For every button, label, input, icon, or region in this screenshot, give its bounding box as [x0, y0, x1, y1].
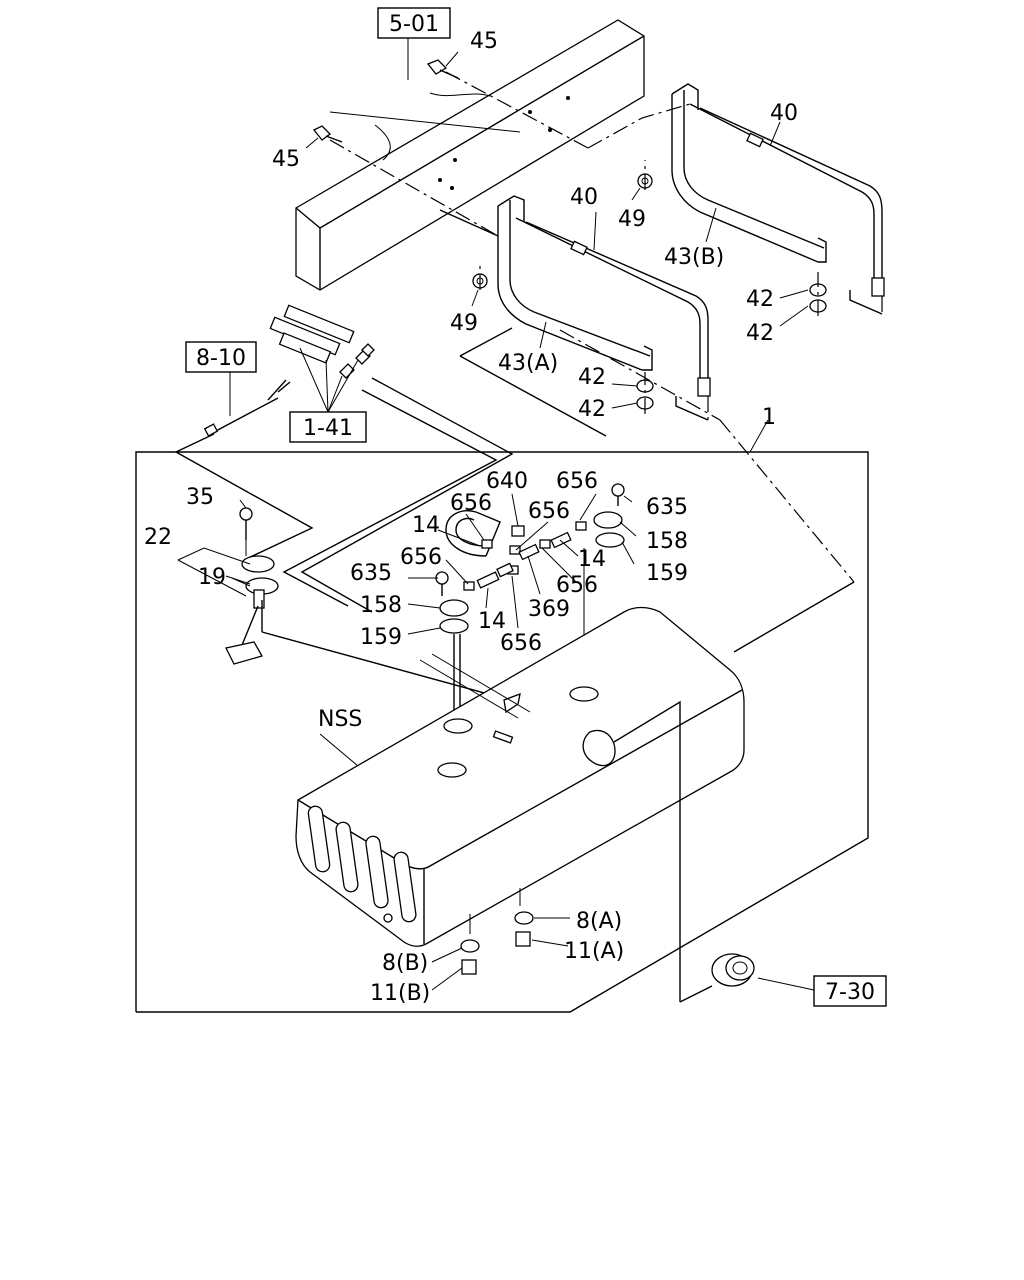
ref-8-10-text: 8-10 [196, 346, 246, 371]
bolt-45-left [312, 125, 343, 143]
label-640: 640 [486, 469, 528, 494]
bracket-43b [671, 83, 827, 263]
frame-rail [295, 19, 645, 291]
band-40a [515, 217, 711, 397]
label-159-left: 159 [360, 625, 402, 650]
nut-42-set [636, 283, 827, 410]
label-635-left: 635 [350, 561, 392, 586]
ref-1-41-text: 1-41 [303, 416, 353, 441]
ref-box-7-30[interactable]: 7-30 [813, 975, 887, 1007]
hoses-1-41 [269, 304, 375, 413]
label-656-bottom: 656 [500, 631, 542, 656]
assembly-outline-1 [135, 419, 869, 1013]
label-43a: 43(A) [498, 351, 558, 376]
label-42-left-lower: 42 [578, 397, 606, 422]
ref-box-1-41[interactable]: 1-41 [289, 411, 367, 443]
label-14-top: 14 [412, 513, 440, 538]
label-635-right: 635 [646, 495, 688, 520]
label-656-left: 656 [400, 545, 442, 570]
ref-box-5-01[interactable]: 5-01 [377, 7, 451, 39]
label-42-right-lower: 42 [746, 321, 774, 346]
label-40-left: 40 [570, 185, 598, 210]
label-158-right: 158 [646, 529, 688, 554]
pipe-640 [445, 510, 501, 557]
bolt-45-top [426, 59, 459, 79]
label-42-right-upper: 42 [746, 287, 774, 312]
harness-8-10 [203, 370, 291, 437]
label-19: 19 [198, 565, 226, 590]
label-11b: 11(B) [370, 981, 430, 1006]
label-158-left: 158 [360, 593, 402, 618]
label-42-left-upper: 42 [578, 365, 606, 390]
label-14-bottom: 14 [478, 609, 506, 634]
bolts-635 [435, 483, 625, 596]
label-22: 22 [144, 525, 172, 550]
leader-lines-upper [305, 36, 809, 409]
ref-7-30-text: 7-30 [825, 980, 875, 1005]
label-8b: 8(B) [382, 951, 428, 976]
ref-5-01-text: 5-01 [389, 12, 439, 37]
alignment-lines [329, 71, 883, 653]
fittings-656 [463, 521, 587, 591]
routing-lines [175, 377, 514, 613]
label-45-top: 45 [470, 29, 498, 54]
filler-cap [613, 700, 815, 1003]
label-656-top-right: 656 [556, 469, 598, 494]
bracket-43a [497, 195, 653, 371]
ref-box-8-10[interactable]: 8-10 [185, 341, 257, 373]
label-nss: NSS [318, 707, 362, 732]
part-labels: 45 45 40 40 49 49 43(B) 43(A) 42 42 42 4… [144, 29, 798, 1006]
leader-lines-cluster [231, 493, 637, 635]
label-11a: 11(A) [564, 939, 624, 964]
label-45-left: 45 [272, 147, 300, 172]
label-49-upper: 49 [618, 207, 646, 232]
label-656-mid: 656 [528, 499, 570, 524]
label-159-right: 159 [646, 561, 688, 586]
label-8a: 8(A) [576, 909, 622, 934]
label-656-right: 656 [556, 573, 598, 598]
label-35: 35 [186, 485, 214, 510]
fuel-tank [295, 606, 745, 947]
label-656-top-left: 656 [450, 491, 492, 516]
label-40-right: 40 [770, 101, 798, 126]
label-1: 1 [762, 405, 776, 430]
label-14-right: 14 [578, 547, 606, 572]
label-43b: 43(B) [664, 245, 724, 270]
drain-plugs [319, 733, 570, 991]
label-49-lower: 49 [450, 311, 478, 336]
band-40b [689, 103, 885, 297]
label-369: 369 [528, 597, 570, 622]
